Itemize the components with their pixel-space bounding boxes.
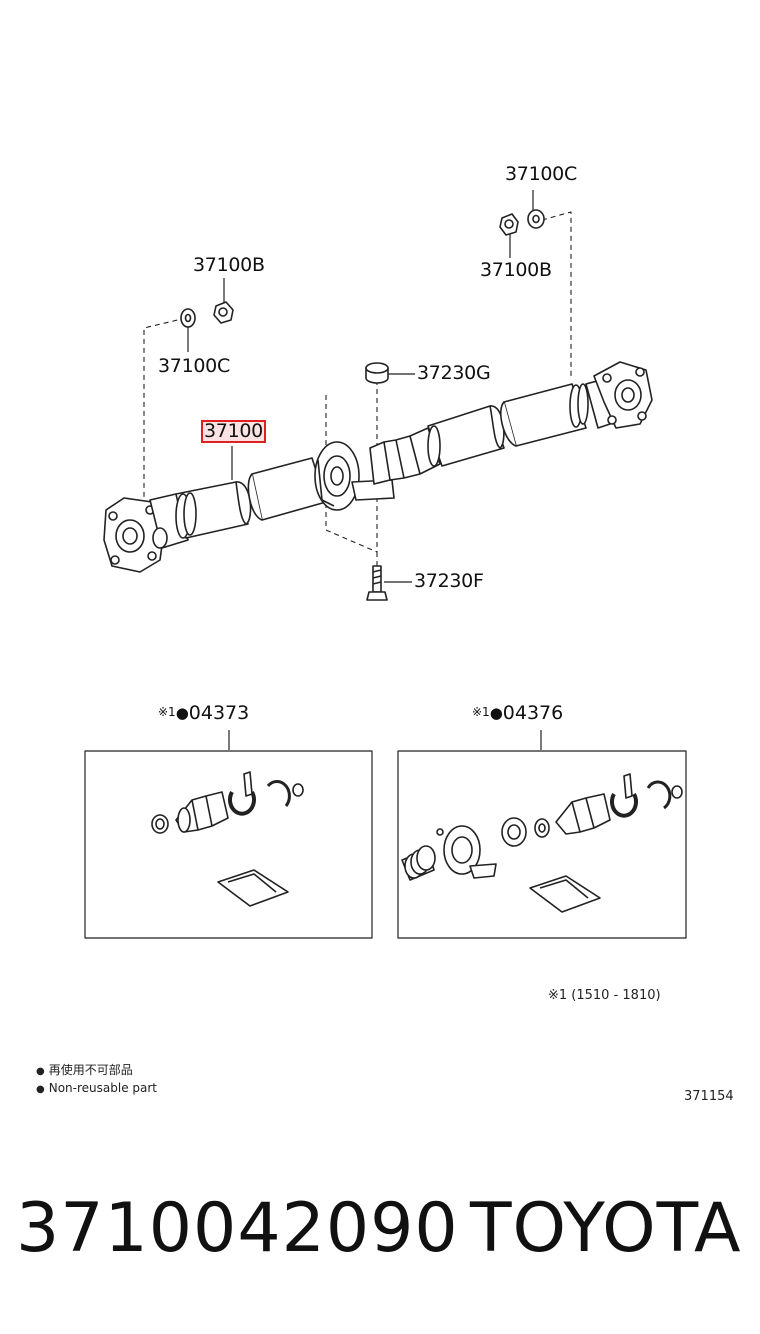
- spacer-37230g: [365, 362, 389, 384]
- callout-37100-main[interactable]: 37100: [201, 420, 266, 443]
- legend-line-jp: ●再使用不可部品: [36, 1064, 133, 1077]
- callout-37100b-right[interactable]: 37100B: [480, 259, 552, 281]
- legend-text-jp: 再使用不可部品: [48, 1063, 133, 1077]
- legend-line-en: ●Non-reusable part: [36, 1082, 157, 1095]
- callout-37100c-left[interactable]: 37100C: [158, 355, 230, 377]
- footer-brand: TOYOTA: [470, 1189, 742, 1268]
- non-reusable-dot-icon: ●: [489, 704, 503, 722]
- nut-top-right: [499, 213, 519, 236]
- legend-text-en: Non-reusable part: [48, 1081, 158, 1095]
- figure-id: 371154: [684, 1089, 734, 1104]
- nut-left: [213, 301, 234, 324]
- kit-number: 04376: [502, 702, 564, 724]
- legend-dot-icon: ●: [36, 1084, 45, 1095]
- washer-top-right: [527, 209, 545, 229]
- callout-37230g[interactable]: 37230G: [417, 362, 491, 384]
- footer-part-number: 3710042090: [16, 1189, 459, 1268]
- kit-box-04376: [397, 750, 687, 939]
- legend-dot-icon: ●: [36, 1066, 45, 1077]
- kit-04373-parts: [151, 771, 304, 907]
- callout-37100c-top[interactable]: 37100C: [505, 163, 577, 185]
- kit-box-04373: [84, 750, 373, 939]
- non-reusable-dot-icon: ●: [175, 704, 189, 722]
- kit-date-mark: ※1: [158, 705, 176, 719]
- bolt-37230f: [366, 565, 388, 601]
- kit-label-04376[interactable]: ※1●04376: [472, 704, 563, 723]
- washer-left: [180, 308, 196, 328]
- kit-number: 04373: [188, 702, 250, 724]
- callout-37100b-left[interactable]: 37100B: [193, 254, 265, 276]
- callout-37230f[interactable]: 37230F: [414, 570, 484, 592]
- kit-date-mark: ※1: [472, 705, 490, 719]
- kit-04376-parts: [401, 773, 683, 913]
- date-range-note: ※1 (1510 - 1810): [548, 988, 661, 1003]
- kit-label-04373[interactable]: ※1●04373: [158, 704, 249, 723]
- propeller-shaft: [103, 361, 653, 573]
